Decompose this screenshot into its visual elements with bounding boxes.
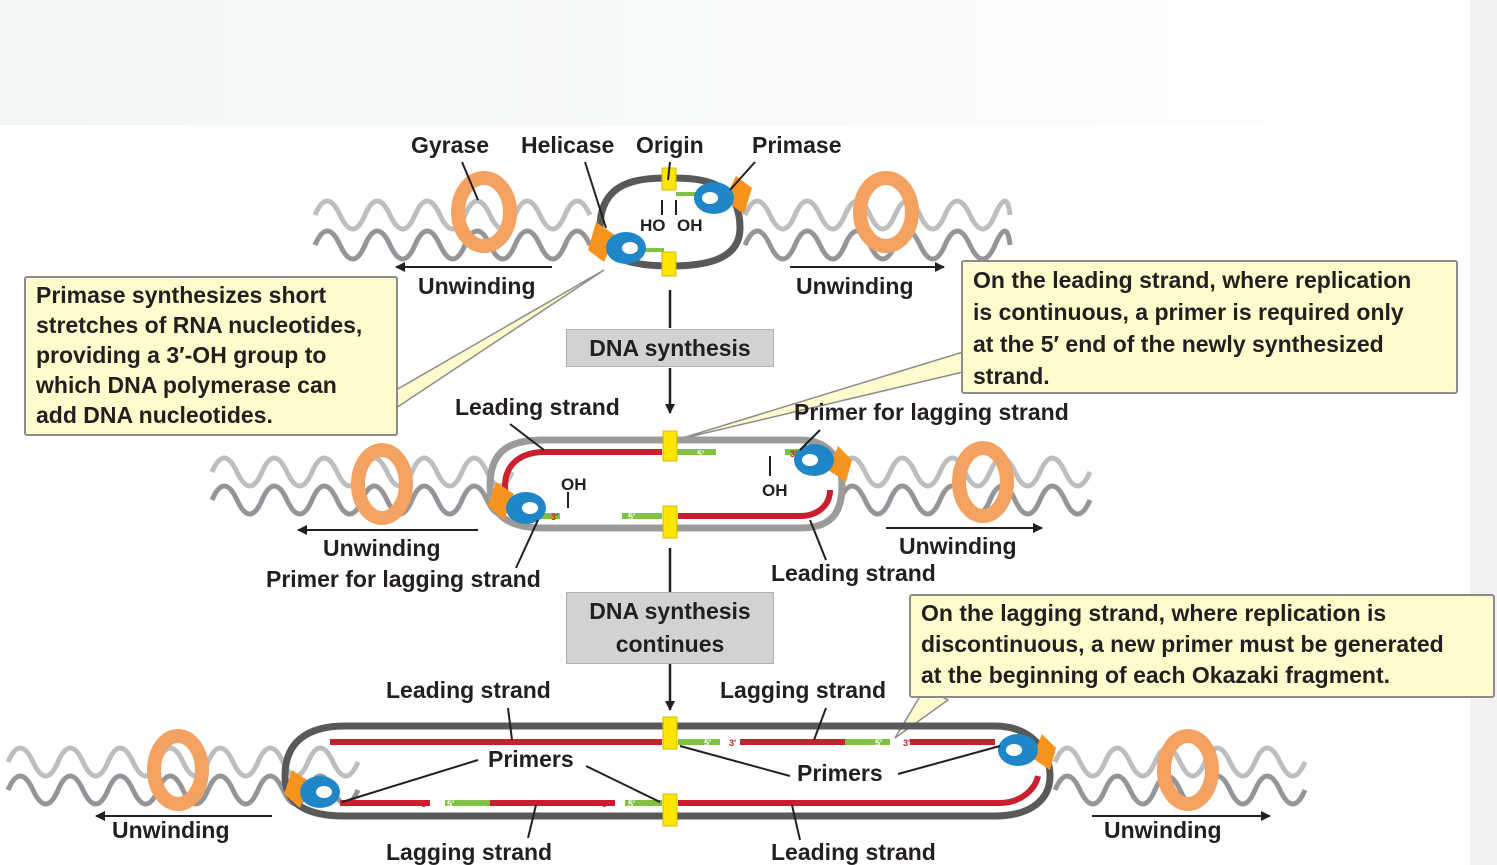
callout-primase-line5: add DNA nucleotides. bbox=[36, 402, 273, 428]
callout-primase-line2: stretches of RNA nucleotides, bbox=[36, 312, 363, 338]
prime5-tag-e: 5′ bbox=[447, 799, 454, 809]
step2-line1: DNA synthesis bbox=[589, 598, 751, 624]
replication-bubble-2 bbox=[486, 436, 846, 532]
unwinding-label-left-2: Unwinding bbox=[323, 535, 441, 561]
prime3-tag-e: 3′ bbox=[421, 799, 428, 809]
callout-lagging-strand: On the lagging strand, where replication… bbox=[909, 594, 1495, 698]
unwinding-label-left-3: Unwinding bbox=[112, 817, 230, 843]
lagging-strand-label-3a: Lagging strand bbox=[720, 677, 886, 703]
step-dna-synthesis-label: DNA synthesis bbox=[589, 335, 751, 361]
header-band bbox=[0, 0, 1497, 125]
lagging-strand-label-3b: Lagging strand bbox=[386, 839, 552, 865]
gyrase-ring-left-2 bbox=[351, 443, 413, 525]
dna-helix-right-1 bbox=[742, 198, 1013, 262]
primers-label-left: Primers bbox=[488, 746, 574, 772]
replication-bubble-1 bbox=[596, 174, 744, 270]
helicase-primase-complex-left-2 bbox=[488, 482, 546, 524]
oh-label-2a: OH bbox=[561, 475, 587, 494]
leading-strand-label-3b: Leading strand bbox=[771, 839, 936, 865]
primers-label-right: Primers bbox=[797, 760, 883, 786]
gyrase-ring-right-3 bbox=[1157, 729, 1219, 811]
origin-marker-top-2 bbox=[662, 430, 678, 462]
callout-primase: Primase synthesizes short stretches of R… bbox=[24, 276, 398, 436]
prime3-tag-c: 3′ bbox=[729, 738, 736, 748]
callout-lagging-line3: at the beginning of each Okazaki fragmen… bbox=[921, 662, 1391, 688]
origin-marker-top-3 bbox=[662, 716, 678, 750]
gyrase-ring-left-1 bbox=[451, 171, 517, 253]
callout-leading-line4: strand. bbox=[973, 363, 1050, 389]
gyrase-ring-left-3 bbox=[147, 729, 209, 811]
callout-lagging-line1: On the lagging strand, where replication… bbox=[921, 600, 1387, 626]
helicase-primase-complex-left-3 bbox=[284, 770, 340, 808]
unwinding-label-right-2: Unwinding bbox=[899, 533, 1017, 559]
unwinding-label-right-1: Unwinding bbox=[796, 273, 914, 299]
origin-marker-bottom-2 bbox=[662, 505, 678, 539]
ho-label: HO bbox=[640, 216, 666, 235]
callout-primase-line4: which DNA polymerase can bbox=[36, 372, 337, 398]
dna-helix-left-1 bbox=[312, 198, 593, 262]
helicase-primase-complex-right-1 bbox=[694, 176, 752, 214]
origin-label: Origin bbox=[636, 132, 704, 158]
helicase-primase-complex-right-3 bbox=[998, 734, 1056, 770]
helicase-label: Helicase bbox=[521, 132, 614, 158]
helicase-primase-complex-left-1 bbox=[588, 222, 646, 264]
callout-leading-strand: On the leading strand, where replication… bbox=[961, 260, 1458, 394]
callout-lagging-line2: discontinuous, a new primer must be gene… bbox=[921, 631, 1444, 657]
prime5-tag-b: 5′ bbox=[628, 512, 635, 522]
step-dna-synthesis: DNA synthesis bbox=[566, 329, 774, 367]
prime3-tag-a: 3′ bbox=[551, 512, 558, 522]
dna-helix-right-3 bbox=[1052, 745, 1308, 807]
prime5-tag-f: 5′ bbox=[628, 799, 635, 809]
leading-strand-label-2a: Leading strand bbox=[455, 394, 620, 420]
unwinding-label-right-3: Unwinding bbox=[1104, 817, 1222, 843]
oh-label-2b: OH bbox=[762, 481, 788, 500]
prime3-tag-b: 3′ bbox=[790, 449, 797, 459]
gyrase-label: Gyrase bbox=[411, 132, 489, 158]
primer-lagging-label-2a: Primer for lagging strand bbox=[794, 399, 1069, 425]
callout-primase-line1: Primase synthesizes short bbox=[36, 282, 327, 308]
prime3-tag-f: 3′ bbox=[602, 799, 609, 809]
prime3-tag-d: 3′ bbox=[903, 738, 910, 748]
prime5-tag-a: 5′ bbox=[697, 449, 704, 459]
callout-primase-line3: providing a 3′-OH group to bbox=[36, 342, 327, 368]
gyrase-ring-right-2 bbox=[952, 441, 1014, 523]
scrollbar-track bbox=[1470, 0, 1497, 865]
origin-marker-bottom-1 bbox=[661, 251, 677, 277]
unwinding-label-left-1: Unwinding bbox=[418, 273, 536, 299]
callout-leading-line1: On the leading strand, where replication bbox=[973, 267, 1412, 293]
origin-marker-bottom-3 bbox=[662, 793, 678, 827]
primer-lagging-label-2b: Primer for lagging strand bbox=[266, 566, 541, 592]
prime5-tag-d: 5′ bbox=[875, 738, 882, 748]
primase-label: Primase bbox=[752, 132, 842, 158]
helicase-primase-complex-right-2 bbox=[794, 444, 852, 482]
step2-line2: continues bbox=[615, 631, 725, 657]
prime5-tag-c: 5′ bbox=[704, 738, 711, 748]
leading-strand-label-2b: Leading strand bbox=[771, 560, 936, 586]
step-dna-synthesis-continues: DNA synthesis continues bbox=[566, 592, 774, 664]
callout-leading-line2: is continuous, a primer is required only bbox=[973, 299, 1404, 325]
gyrase-ring-right-1 bbox=[853, 171, 919, 253]
callout-leading-line3: at the 5′ end of the newly synthesized bbox=[973, 331, 1384, 357]
leading-strand-label-3a: Leading strand bbox=[386, 677, 551, 703]
oh-label: OH bbox=[677, 216, 703, 235]
replication-bubble-3 bbox=[281, 722, 1054, 820]
